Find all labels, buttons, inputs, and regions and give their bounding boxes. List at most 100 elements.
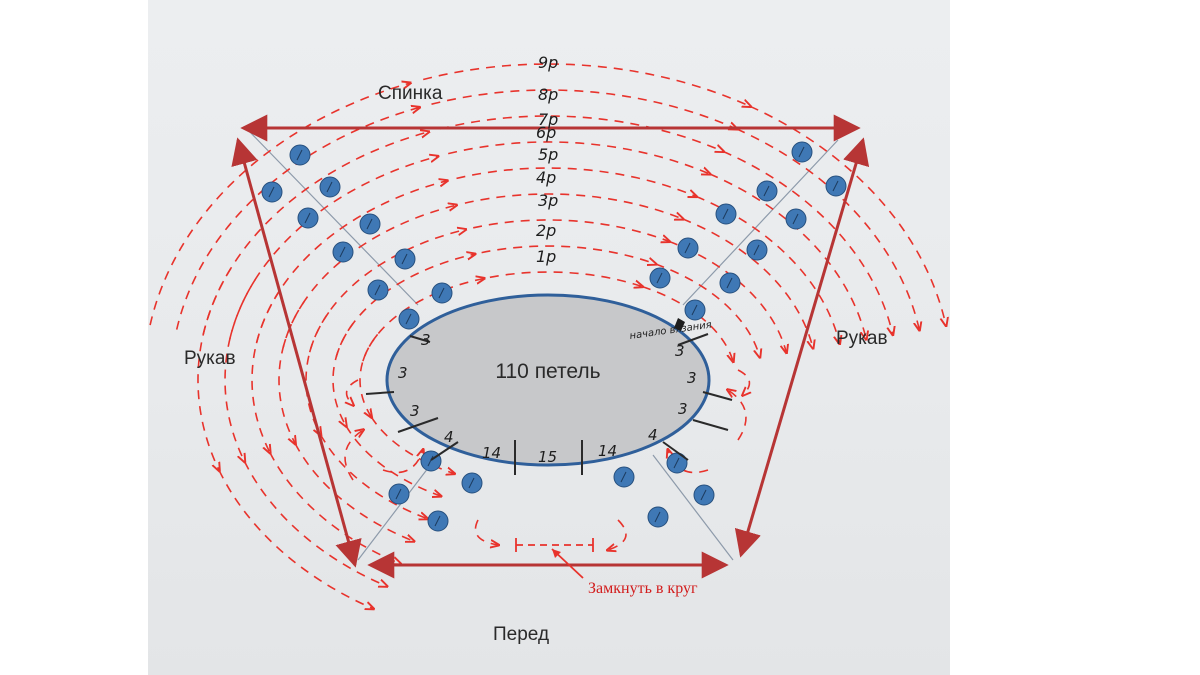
row-number: 8р (538, 85, 558, 104)
direction-arrow (319, 434, 427, 519)
center-label: 110 петель (495, 360, 600, 383)
direction-arrow (448, 141, 709, 174)
start-marker-icon (674, 318, 685, 331)
raglan-marker-stroke (395, 488, 402, 500)
left-sleeve-label: Рукав (184, 348, 236, 369)
count-front-center: 15 (538, 448, 557, 466)
raglan-marker-stroke (326, 181, 333, 193)
count-front-left: 14 (482, 444, 501, 462)
direction-arrow (431, 89, 737, 129)
direction-arrow (668, 450, 709, 474)
raglan-marker-stroke (832, 180, 839, 192)
trapezoid-outline (231, 114, 870, 579)
direction-arrow (243, 461, 387, 586)
direction-arrow (464, 193, 683, 219)
count-right-bottom: 4 (648, 426, 658, 444)
direction-arrow (197, 267, 232, 470)
count-left-mid: 3 (398, 364, 408, 382)
raglan-marker-stroke (401, 253, 408, 265)
loop-counts: 3 3 3 4 14 15 14 4 3 3 3 (398, 331, 697, 466)
raglan-marker-stroke (700, 489, 707, 501)
direction-arrow (345, 425, 441, 496)
direction-arrow (722, 150, 893, 334)
raglan-marker-stroke (722, 208, 729, 220)
raglan-diagram: 110 петель 3 3 3 4 14 15 14 4 3 3 3 нача… (149, 53, 950, 645)
direction-arrow (423, 63, 750, 106)
direction-arrow (456, 167, 697, 196)
direction-arrow (481, 245, 656, 264)
raglan-marker-stroke (684, 242, 691, 254)
raglan-marker-stroke (673, 457, 680, 469)
raglan-marker-stroke (468, 477, 475, 489)
row-number: 4р (536, 168, 556, 187)
raglan-marker-stroke (427, 455, 434, 467)
direction-arrow (332, 322, 354, 425)
direction-arrow (736, 128, 920, 330)
raglan-marker-stroke (726, 277, 733, 289)
raglan-marker-stroke (405, 313, 412, 325)
raglan-marker-stroke (620, 471, 627, 483)
direction-arrow (269, 452, 400, 564)
count-left-lower: 3 (410, 402, 420, 420)
direction-arrow (359, 333, 379, 417)
count-right-lower: 3 (678, 400, 688, 418)
direction-arrow (382, 450, 423, 474)
direction-arrow (489, 271, 642, 286)
direction-arrow (641, 285, 733, 362)
direction-arrow (474, 519, 499, 545)
row-number: 1р (536, 247, 556, 266)
direction-arrow (344, 430, 363, 481)
direction-arrow (278, 300, 305, 443)
raglan-marker-stroke (438, 287, 445, 299)
count-right-upper: 3 (675, 342, 685, 360)
raglan-marker-stroke (296, 149, 303, 161)
right-sleeve-arrow (734, 137, 870, 558)
row-number: 2р (536, 221, 556, 240)
count-left-upper: 3 (421, 331, 431, 349)
row-number: 7р (538, 110, 558, 129)
neck-opening-oval (385, 293, 711, 467)
raglan-marker-stroke (763, 185, 770, 197)
direction-arrow (473, 219, 669, 241)
close-round-marker (515, 538, 594, 579)
raglan-marker-stroke (691, 304, 698, 316)
left-sleeve-arrow (231, 137, 362, 568)
direction-arrow (282, 205, 456, 348)
raglan-marker-stroke (339, 246, 346, 258)
count-front-right: 14 (598, 442, 617, 460)
raglan-marker-stroke (434, 515, 441, 527)
right-sleeve-label: Рукав (836, 328, 888, 349)
raglan-marker-stroke (798, 146, 805, 158)
direction-arrow (218, 469, 373, 608)
raglan-markers (261, 141, 847, 532)
direction-arrow (737, 369, 749, 395)
raglan-marker-stroke (792, 213, 799, 225)
raglan-marker-stroke (656, 272, 663, 284)
row-number: 9р (538, 53, 558, 72)
row-number: 6р (536, 123, 556, 142)
raglan-marker-stroke (366, 218, 373, 230)
division-ticks (365, 333, 733, 475)
direction-arrow (251, 289, 281, 452)
direction-arrow (709, 173, 867, 339)
back-label: Спинка (378, 83, 443, 104)
raglan-marker-stroke (268, 186, 275, 198)
direction-arrow (749, 105, 946, 325)
direction-arrow (728, 390, 747, 441)
direction-arrow (347, 379, 359, 405)
direction-arrow (202, 132, 428, 335)
count-left-bottom: 4 (444, 428, 454, 446)
count-right-mid: 3 (687, 369, 697, 387)
raglan-marker-stroke (753, 244, 760, 256)
direction-arrow (305, 311, 330, 434)
front-label: Перед (493, 624, 549, 645)
row-number: 5р (538, 145, 558, 164)
row-number: 3р (538, 191, 558, 210)
close-round-label: Замкнуть в круг (588, 580, 698, 597)
photo-background: 110 петель 3 3 3 4 14 15 14 4 3 3 3 нача… (148, 0, 950, 675)
direction-arrow (439, 115, 723, 151)
direction-arrow (608, 519, 627, 550)
raglan-marker-stroke (374, 284, 381, 296)
raglan-marker-stroke (654, 511, 661, 523)
